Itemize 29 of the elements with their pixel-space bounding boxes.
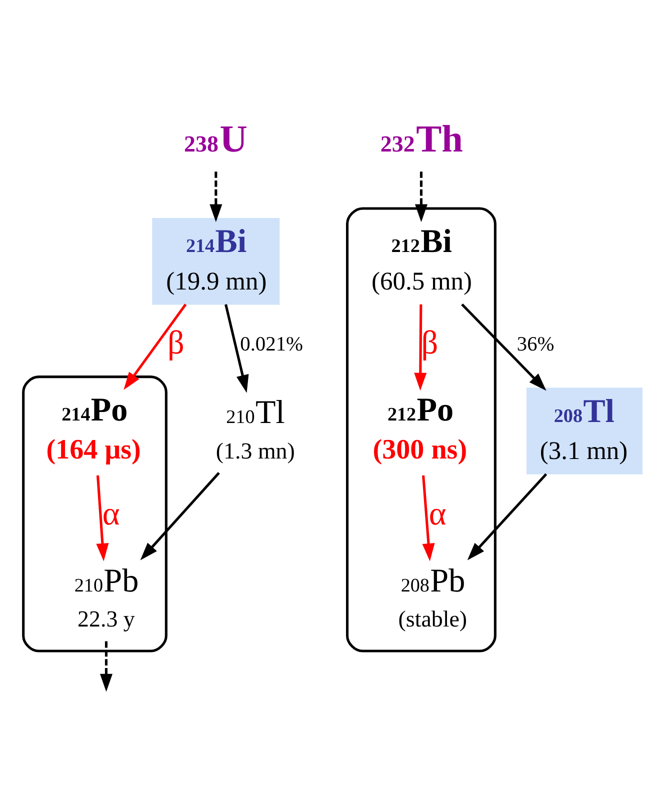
edge-label: 36% [516,333,554,356]
node-text: 210Pb 22.3 y [74,562,139,632]
node-text: 210Tl (1.3 mn) [216,394,295,464]
arrow [414,304,427,391]
cluster [22,376,168,652]
node-box: 214Bi (19.9 mn) [152,218,280,305]
node-text: 232Th [380,118,463,161]
node-text: 214Po (164 μs) [46,392,141,466]
arrow [224,304,249,393]
node-text: 238U [184,118,248,161]
edge-label: β [421,324,438,362]
arrow [210,172,222,222]
node-text: 212Po (300 ns) [372,392,468,466]
node-text: 208Pb (stable) [398,562,468,632]
arrow [124,304,187,390]
arrow [414,172,428,222]
cluster [346,207,496,652]
node-text: 212Bi (60.5 mn) [371,223,472,296]
arrow [96,475,109,562]
node-box: 208Tl (3.1 mn) [526,388,642,474]
edge-label: β [167,324,184,362]
arrow [467,473,548,560]
edge-label: 0.021% [240,333,304,356]
arrow [461,304,546,391]
arrow [422,475,435,562]
arrow [140,472,220,560]
arrow [100,641,112,692]
edge-label: α [428,495,446,532]
edge-label: α [102,495,120,532]
